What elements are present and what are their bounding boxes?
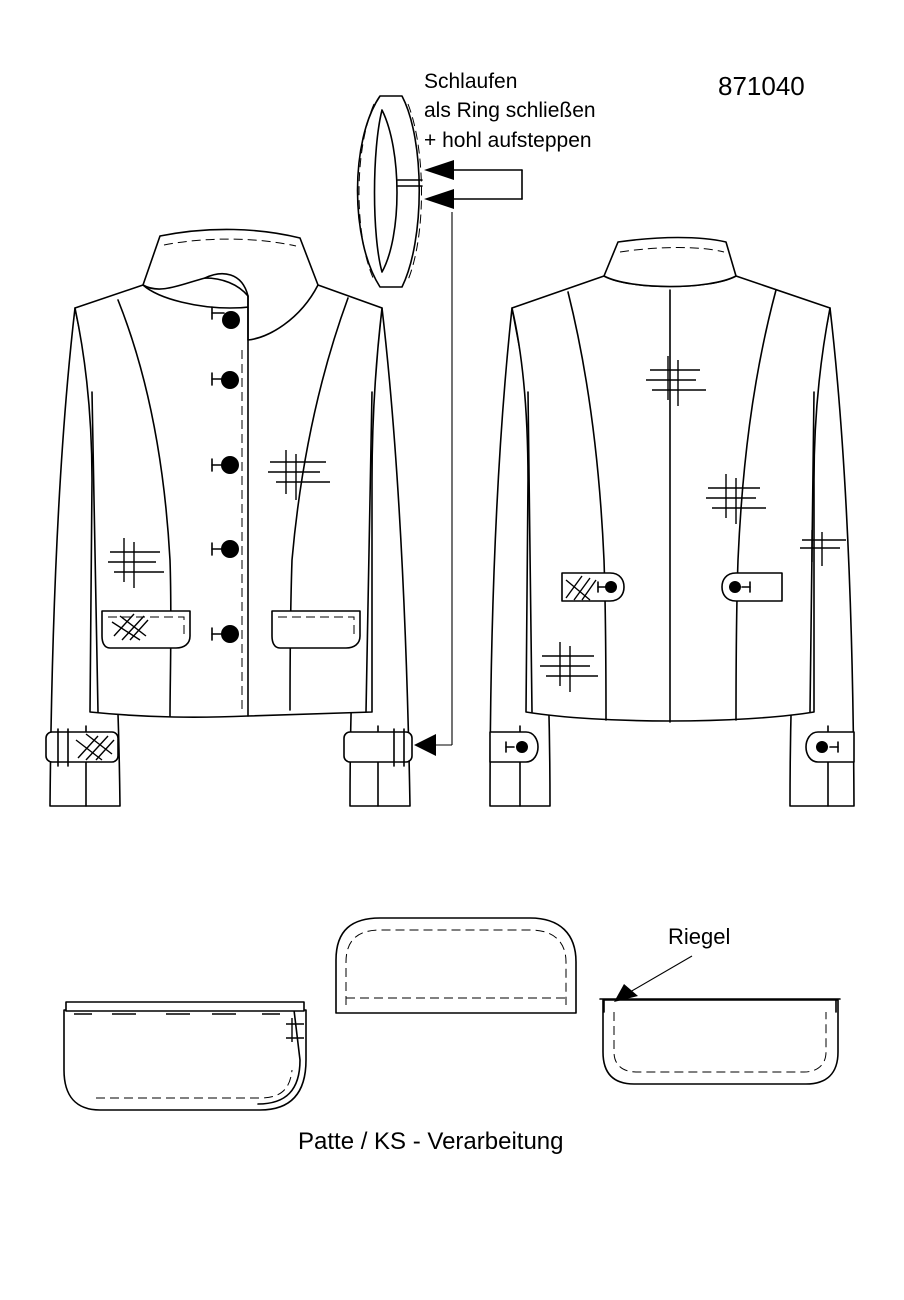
back-tab: [561, 572, 625, 602]
button: [211, 371, 239, 389]
flap-detail-center: [335, 917, 577, 1014]
sleeve-tab: [489, 731, 539, 763]
flap-detail-left: [63, 1001, 307, 1111]
loop-note-line-2: als Ring schließen: [424, 99, 596, 122]
flap-detail-right: [599, 955, 841, 1085]
button: [211, 625, 239, 643]
button: [211, 540, 239, 558]
jacket-back-view: [489, 236, 855, 807]
loop-note-arrows: [414, 160, 523, 756]
back-tab: [721, 572, 783, 602]
sleeve-tab: [45, 728, 119, 767]
bartack-label: Riegel: [668, 924, 730, 949]
article-number: 871040: [718, 71, 805, 101]
button: [211, 456, 239, 474]
button: [211, 306, 240, 329]
loop-ring-detail: [356, 95, 423, 288]
loop-note-line-1: Schlaufen: [424, 70, 517, 93]
caption: Patte / KS - Verarbeitung: [298, 1128, 564, 1155]
pocket-flap: [271, 610, 361, 649]
sleeve-tab: [805, 731, 855, 763]
jacket-front-view: [45, 228, 413, 807]
front-body: [74, 284, 383, 718]
back-collar: [603, 236, 737, 288]
front-stand-collar: [142, 228, 319, 341]
loop-note-line-3: + hohl aufsteppen: [424, 129, 592, 152]
sleeve-tab: [343, 728, 413, 767]
